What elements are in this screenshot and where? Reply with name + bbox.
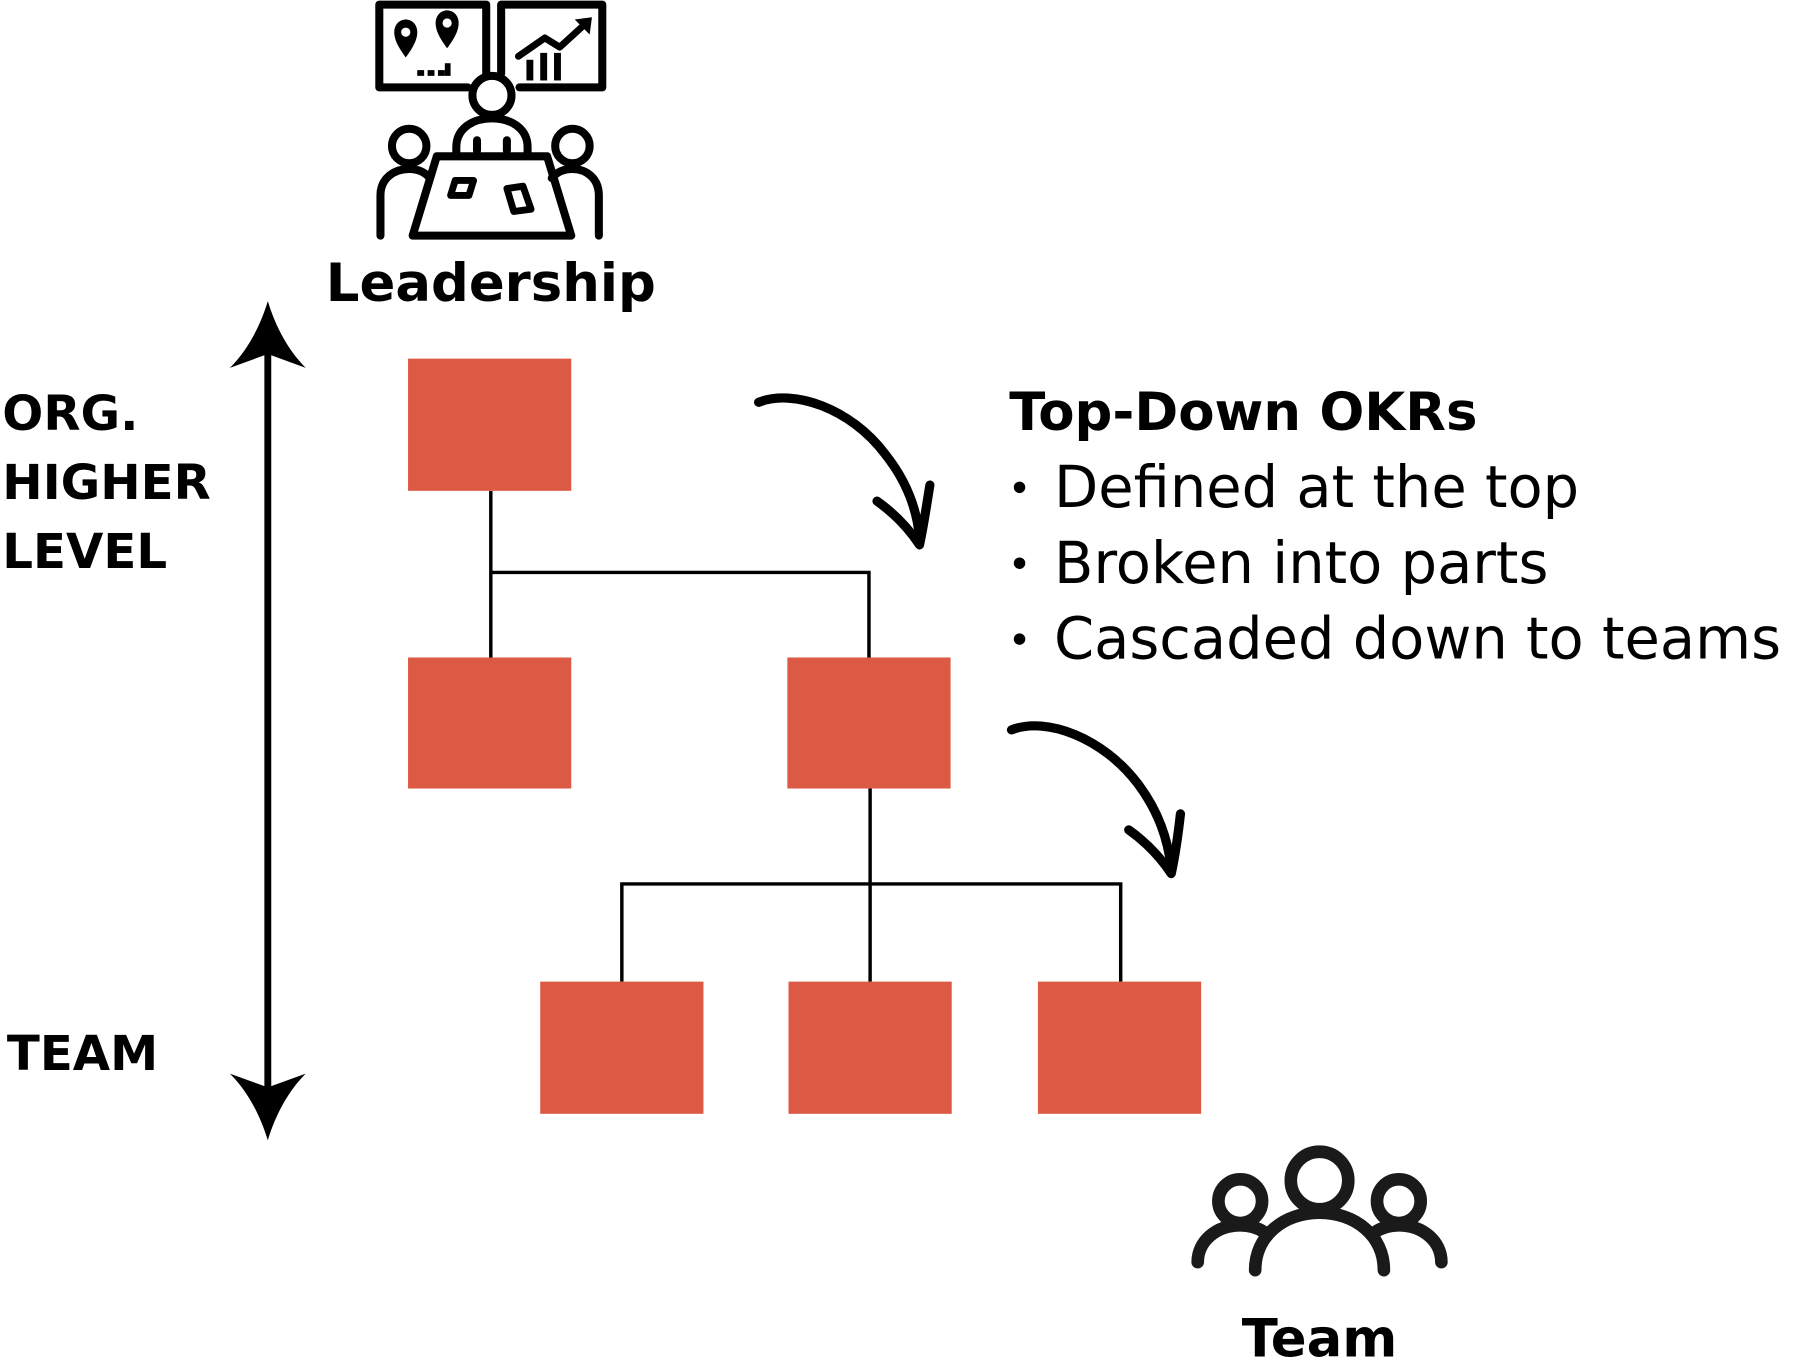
org-box-bottom-right [1037,981,1202,1114]
team-group-icon [1191,1145,1448,1277]
description-bullet-1: Defined at the top [1054,454,1579,521]
map-board-icon [375,0,491,92]
description-bullet-3: Cascaded down to teams [1054,606,1781,673]
arrow-up-icon [229,301,306,368]
leadership-meeting-icon [375,0,607,240]
bullet-icon [1013,481,1026,494]
axis-label-level: LEVEL [2,524,167,580]
curved-arrow-1-icon [754,393,935,550]
axis-label-team: TEAM [7,1026,158,1082]
vertical-axis-arrow [229,301,306,1141]
axis-label-higher: HIGHER [2,455,210,511]
chart-board-icon [497,0,607,92]
description-title: Top-Down OKRs [1009,382,1477,443]
connectors-top [489,490,871,658]
org-box-bottom-center [788,981,952,1114]
bullet-icon [1013,557,1026,569]
connectors-bottom [620,788,1123,982]
org-box-top [408,358,572,491]
axis-label-org: ORG. [2,386,138,442]
org-box-middle-right [787,657,951,789]
bullet-icon [1013,633,1026,645]
arrow-down-icon [229,1073,306,1141]
description-bullet-2: Broken into parts [1054,530,1548,597]
org-box-bottom-left [540,981,704,1114]
team-label: Team [1242,1308,1398,1369]
description-block: Top-Down OKRs Defined at the top Broken … [1009,382,1781,673]
org-box-middle-left [408,657,572,789]
leadership-label: Leadership [326,253,656,314]
curved-arrow-2-icon [1006,721,1186,879]
